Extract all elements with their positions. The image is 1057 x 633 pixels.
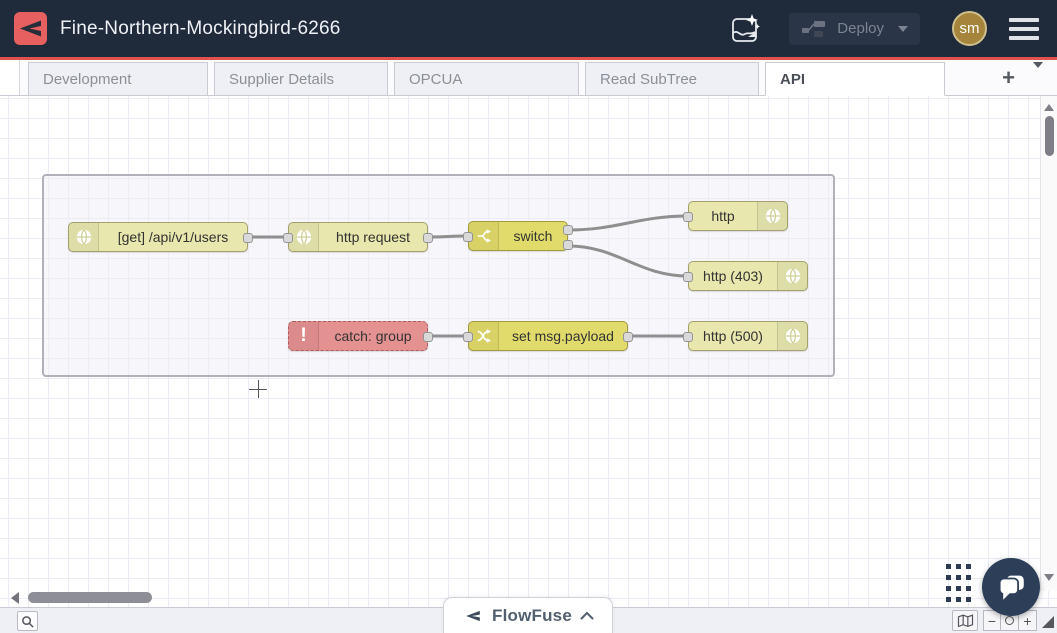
tab-opcua[interactable]: OPCUA [394, 62, 579, 96]
node-http-response-500[interactable]: http (500) [683, 321, 808, 351]
flowfuse-logo-icon [14, 12, 47, 45]
flow-canvas[interactable]: [get] /api/v1/users http request swi [0, 96, 1057, 607]
node-switch[interactable]: switch [463, 221, 573, 251]
node-label: [get] /api/v1/users [117, 229, 229, 245]
node-label: catch: group [334, 328, 412, 344]
tab-supplier-details[interactable]: Supplier Details [214, 62, 388, 96]
app-header: Fine-Northern-Mockingbird-6266 Deploy s [0, 0, 1057, 60]
globe-icon [69, 223, 99, 251]
horizontal-scrollbar-thumb[interactable] [28, 592, 152, 603]
node-label: http (403) [703, 268, 763, 284]
node-label: switch [513, 228, 553, 244]
deploy-button-label: Deploy [837, 20, 884, 37]
node-port-output[interactable] [243, 233, 253, 243]
add-flow-button[interactable]: + [1002, 64, 1015, 90]
chat-launcher-button[interactable] [982, 558, 1040, 616]
node-port-output[interactable] [423, 233, 433, 243]
wire-layer [246, 214, 690, 338]
wire[interactable] [566, 244, 690, 278]
flow-list-caret-icon[interactable] [1033, 61, 1043, 88]
node-port-output[interactable] [623, 332, 633, 342]
tabbar-left-gutter [0, 60, 20, 95]
vertical-scrollbar-thumb[interactable] [1045, 116, 1054, 156]
globe-icon [757, 202, 787, 230]
search-button[interactable] [17, 611, 38, 631]
node-port-input[interactable] [463, 232, 473, 242]
instance-title: Fine-Northern-Mockingbird-6266 [60, 17, 341, 39]
globe-icon [777, 262, 807, 290]
node-http-in[interactable]: [get] /api/v1/users [68, 222, 253, 252]
flowfuse-brand-label: FlowFuse [492, 605, 572, 625]
wire[interactable] [426, 234, 470, 239]
tab-api[interactable]: API [765, 62, 945, 96]
node-port-output[interactable] [423, 332, 433, 342]
navigator-toggle-button[interactable] [952, 610, 978, 631]
ai-flow-assistant-icon[interactable] [729, 12, 763, 46]
node-label: http [711, 208, 735, 224]
globe-icon [777, 322, 807, 350]
node-port-output-1[interactable] [563, 225, 573, 235]
tab-development[interactable]: Development [28, 62, 208, 96]
drag-dots-icon[interactable] [946, 564, 974, 604]
vertical-scrollbar[interactable] [1040, 96, 1057, 591]
map-navigator-icon [957, 613, 973, 627]
chevron-up-icon [580, 611, 594, 620]
deploy-dropdown-caret-icon[interactable] [898, 25, 908, 32]
tab-read-subtree[interactable]: Read SubTree [585, 62, 759, 96]
scroll-left-icon[interactable] [11, 592, 19, 604]
main-menu-icon[interactable] [1009, 17, 1039, 40]
zoom-out-button[interactable]: − [983, 610, 1001, 631]
node-change[interactable]: set msg.payload [463, 321, 633, 351]
node-http-request[interactable]: http request [283, 222, 433, 252]
deploy-nodes-icon [802, 20, 826, 37]
node-catch[interactable]: ! catch: group [288, 321, 433, 351]
corner-wedge-icon [1042, 616, 1054, 628]
node-port-input[interactable] [683, 332, 693, 342]
change-icon [469, 322, 499, 350]
scroll-down-icon[interactable] [1044, 574, 1054, 581]
node-http-response[interactable]: http [683, 201, 788, 231]
zoom-in-button[interactable]: + [1019, 610, 1037, 631]
node-port-input[interactable] [283, 233, 293, 243]
node-label: set msg.payload [512, 328, 614, 344]
chat-icon [998, 575, 1024, 600]
alert-icon: ! [289, 322, 319, 350]
node-label: http (500) [703, 328, 763, 344]
search-icon [22, 615, 34, 628]
avatar-initials: sm [959, 20, 980, 37]
deploy-button[interactable]: Deploy [789, 12, 920, 45]
scroll-up-icon[interactable] [1044, 104, 1054, 111]
zoom-reset-icon [1005, 616, 1014, 625]
switch-icon [469, 222, 499, 250]
flowfuse-logo-icon [466, 610, 480, 621]
node-port-output-2[interactable] [563, 240, 573, 250]
wire[interactable] [566, 214, 690, 232]
node-port-input[interactable] [683, 272, 693, 282]
node-port-input[interactable] [683, 212, 693, 222]
node-http-response-403[interactable]: http (403) [683, 261, 808, 291]
node-port-input[interactable] [463, 332, 473, 342]
flowfuse-footer-button[interactable]: FlowFuse [443, 597, 613, 633]
flow-tabbar: Development Supplier Details OPCUA Read … [0, 60, 1057, 96]
node-label: http request [336, 229, 410, 245]
user-avatar[interactable]: sm [952, 11, 987, 46]
globe-icon [289, 223, 319, 251]
